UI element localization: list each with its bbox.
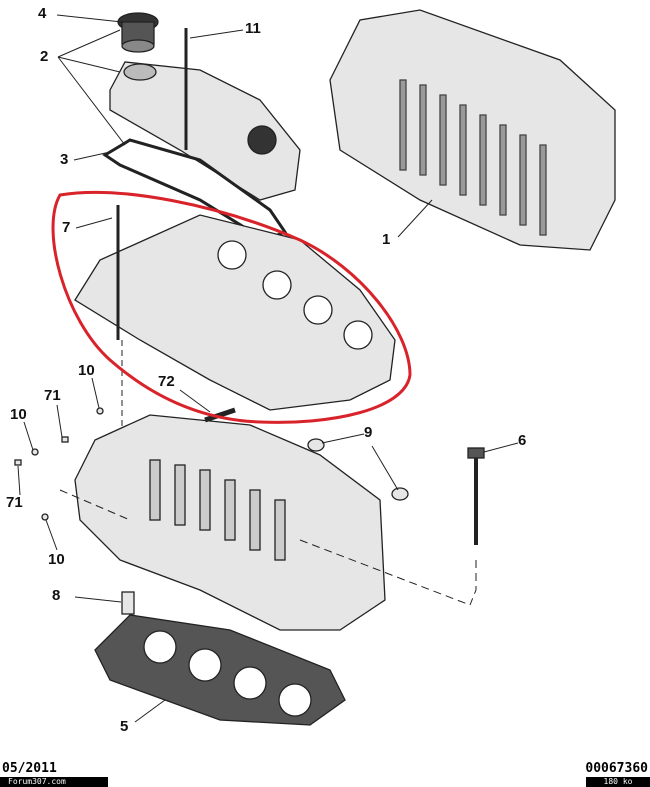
callout-1: 1 [382,231,391,248]
callout-11: 11 [245,20,261,37]
callout-10: 10 [10,406,27,423]
file-size: 180 ko [586,777,650,787]
diagram-reference: 00067360 [585,761,648,776]
rocker-cover [109,61,301,201]
callout-4: 4 [38,5,47,22]
highlight-circle [51,190,412,424]
callout-72: 72 [158,373,175,390]
camshaft-carrier [74,214,396,411]
callout-6: 6 [518,432,527,449]
callout-3: 3 [60,151,69,168]
diagram-date: 05/2011 [2,761,57,776]
callout-71: 71 [6,494,23,511]
rocker-cover-gasket [102,138,288,242]
callout-10: 10 [48,551,65,568]
callout-5: 5 [120,718,129,735]
site-watermark: Forum307.com [0,777,108,787]
callout-2: 2 [40,48,49,65]
callout-9: 9 [364,424,373,441]
callout-71: 71 [44,387,61,404]
breather [247,125,277,155]
oil-filler-cap [117,12,159,53]
cylinder-head-assembly [329,9,616,251]
callout-10: 10 [78,362,95,379]
callout-8: 8 [52,587,61,604]
callout-7: 7 [62,219,71,236]
